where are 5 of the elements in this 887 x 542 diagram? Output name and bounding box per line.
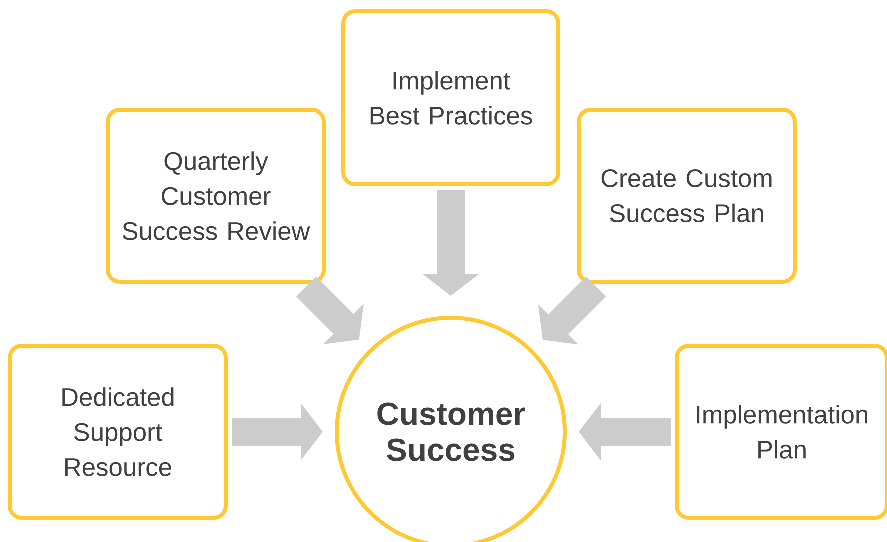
process-box: Create Custom Success Plan bbox=[577, 108, 797, 284]
process-box: Implement Best Practices bbox=[342, 10, 560, 186]
process-box: Dedicated Support Resource bbox=[8, 344, 228, 520]
process-box: Quarterly Customer Success Review bbox=[106, 108, 326, 284]
process-box: Implementation Plan bbox=[675, 344, 887, 520]
